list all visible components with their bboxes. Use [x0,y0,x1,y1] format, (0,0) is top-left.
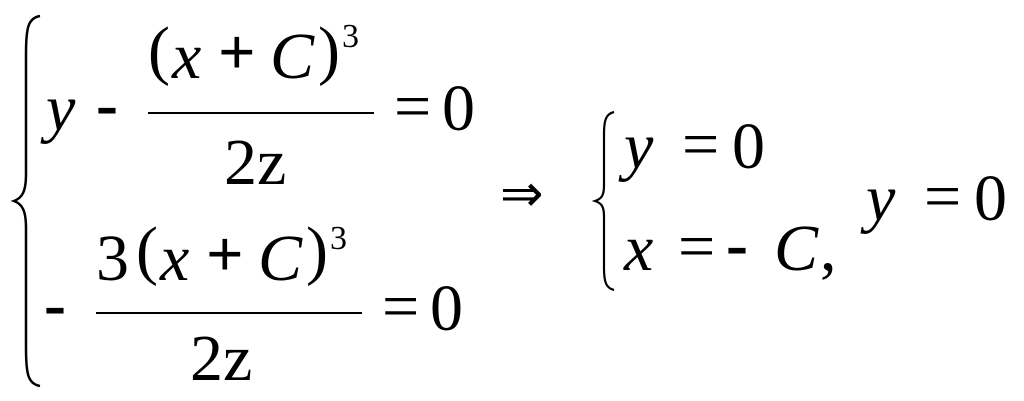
row2-num-exponent: 3 [330,220,347,257]
right-row1-equals: = [682,108,720,181]
row2-num-plus: + [206,218,244,291]
row1-num-exponent: 3 [342,18,359,55]
row2-fraction-bar [96,312,362,314]
row1-minus: - [96,68,118,141]
row2-equals: = [382,270,420,343]
right-row2-minus: - [726,208,748,281]
row2-num-close-paren: ) [306,214,328,287]
right-row1-rhs: 0 [732,110,765,183]
row2-denominator: 2z [190,322,253,395]
row1-num-open-paren: ( [148,14,170,87]
row2-num-open-paren: ( [136,214,158,287]
right-row2-const: C [774,212,819,285]
tail-var: y [866,162,896,235]
row2-num-x: x [160,222,190,295]
row2-rhs: 0 [430,272,463,345]
right-row1-var: y [624,110,654,183]
tail-rhs: 0 [974,162,1007,235]
row1-fraction-bar [148,112,374,114]
right-system-brace [592,110,615,292]
row2-minus: - [44,268,66,341]
right-row2-equals: = [678,210,716,283]
row2-num-coef: 3 [96,222,129,295]
row1-num-C: C [270,20,315,93]
right-row2-comma: , [820,212,837,285]
row1-num-x: x [172,20,202,93]
row1-num-close-paren: ) [318,14,340,87]
row1-equals: = [394,70,432,143]
implies-arrow: ⇒ [500,164,544,224]
row1-rhs: 0 [442,72,475,145]
right-row2-var: x [624,212,654,285]
row1-y: y [46,72,76,145]
left-brace-large [10,14,41,388]
row2-num-C: C [258,222,303,295]
tail-equals: = [924,160,962,233]
row1-num-plus: + [218,16,256,89]
row1-denominator: 2z [224,126,287,199]
